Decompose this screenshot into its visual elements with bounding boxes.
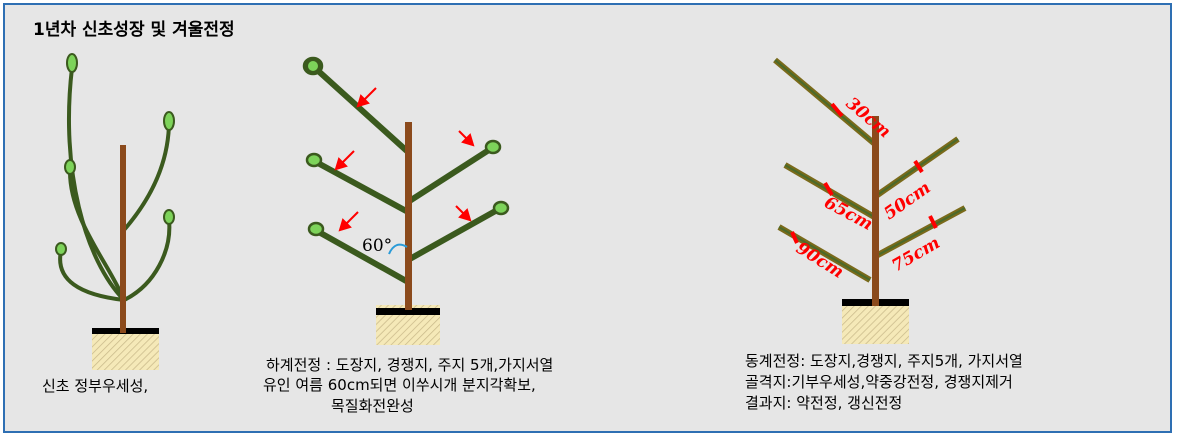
stage3-caption-line2: 골격지:기부우세성,약중강전정, 경쟁지제거 (745, 373, 1013, 391)
cut-labels: 30cm 50cm 65cm 75cm 90cm (792, 94, 943, 283)
cut-marks (790, 102, 938, 244)
stage3-tree: 30cm 50cm 65cm 75cm 90cm (773, 57, 967, 344)
stage1-caption: 신초 정부우세성, (42, 377, 149, 395)
stage1-branches (58, 66, 172, 302)
angle-arc (388, 243, 408, 255)
cut-label-75: 75cm (889, 233, 944, 276)
cut-label-90: 90cm (792, 238, 847, 283)
stage1-soil-block (92, 328, 159, 370)
diagram-panel (3, 3, 1172, 433)
stage2-branches (312, 65, 502, 285)
stage2-buds (302, 56, 510, 237)
stage3-trunk (872, 116, 879, 306)
stage3-caption-line1: 동계전정: 도장지,경쟁지, 주지5개, 가지서열 (745, 352, 1023, 370)
stage2-trunk (405, 122, 412, 310)
stage2-caption-line2: 유인 여름 60cm되면 이쑤시개 분지각확보, (263, 376, 536, 394)
stage2-caption-line3: 목질화전완성 (331, 397, 414, 415)
angle-label: 60° (362, 236, 392, 256)
stage1-trunk (120, 145, 126, 333)
stage1-buds (55, 53, 175, 256)
stage2-caption-line1: 하계전정 : 도장지, 경쟁지, 주지 5개,가지서열 (266, 356, 554, 374)
diagram-title: 1년차 신초성장 및 겨울전정 (33, 20, 235, 40)
stage2-soil-block (376, 305, 440, 345)
stage2-tree: 60° (302, 56, 510, 345)
stage1-tree (55, 53, 175, 370)
pruning-arrows (334, 87, 475, 232)
stage3-caption-line3: 결과지: 약전정, 갱신전정 (745, 394, 903, 412)
